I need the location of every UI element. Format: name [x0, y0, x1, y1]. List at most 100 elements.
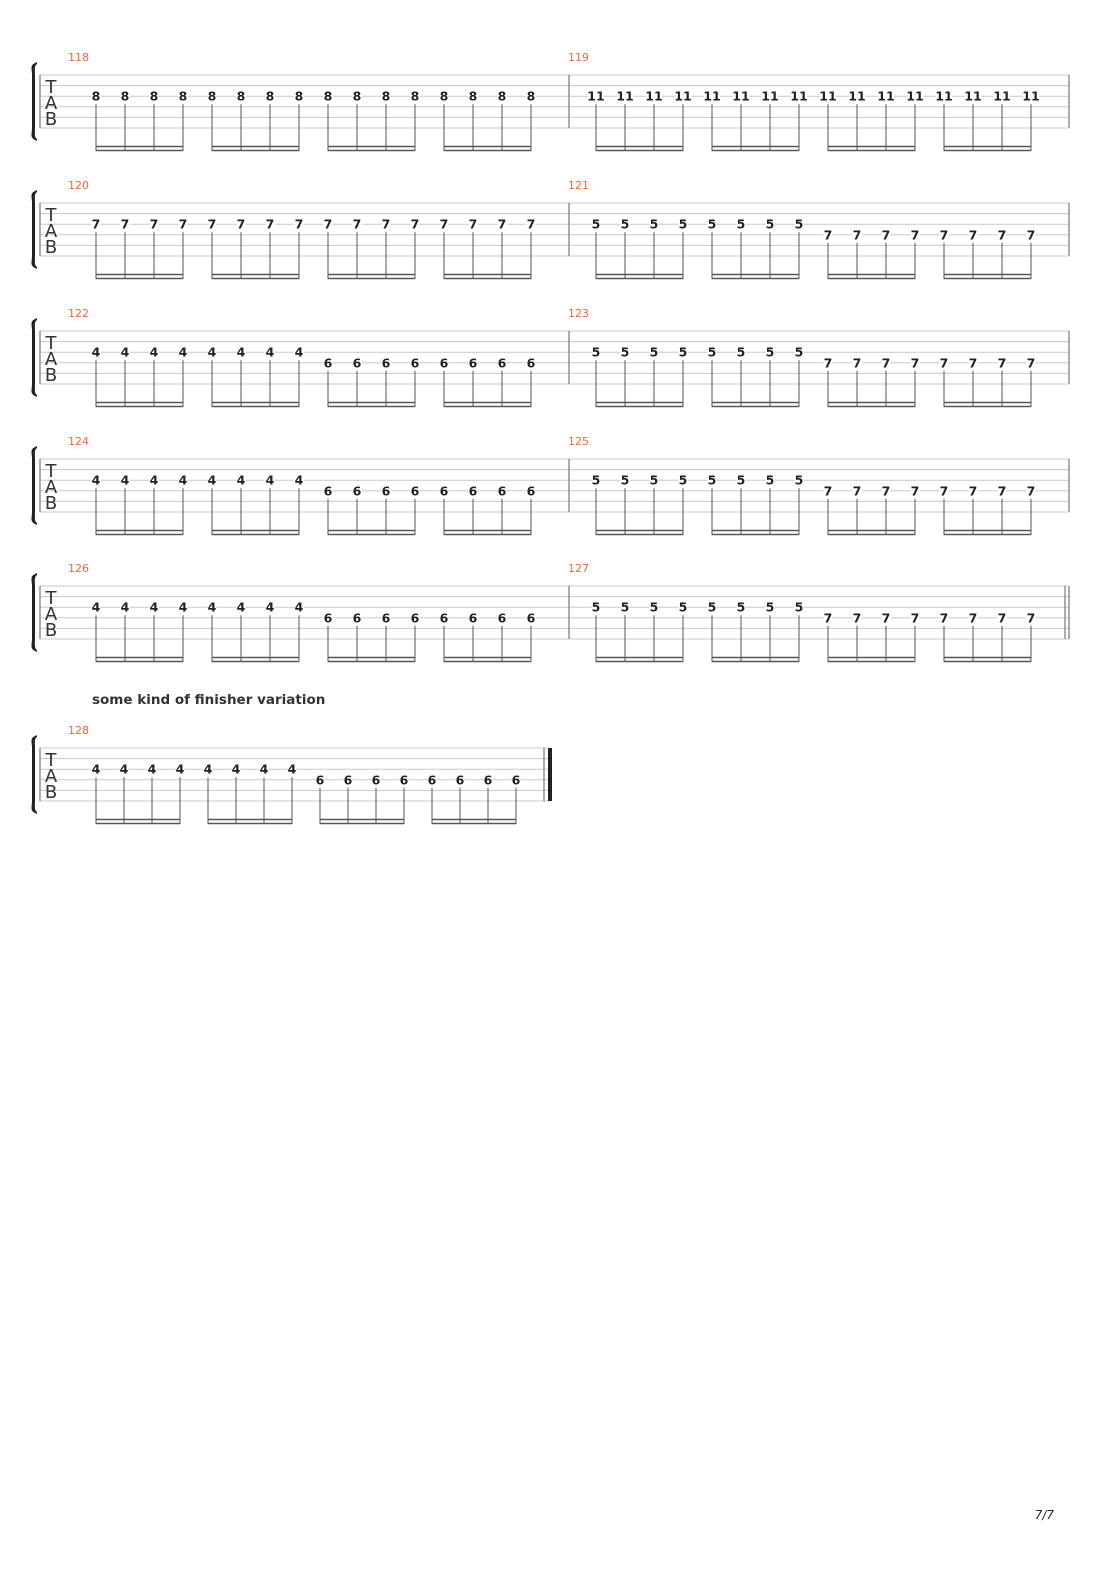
- fret-number: 6: [411, 355, 420, 370]
- fret-number: 11: [587, 89, 604, 104]
- fret-backdrop: [323, 356, 333, 369]
- fret-backdrop: [236, 601, 246, 614]
- fret-number: 4: [179, 473, 188, 488]
- fret-number: 5: [621, 600, 630, 615]
- fret-backdrop: [765, 601, 775, 614]
- fret-backdrop: [794, 474, 804, 487]
- fret-backdrop: [265, 90, 275, 103]
- fret-backdrop: [994, 90, 1010, 103]
- fret-number: 11: [703, 89, 720, 104]
- fret-backdrop: [178, 218, 188, 231]
- fret-number: 7: [911, 610, 920, 625]
- fret-backdrop: [120, 218, 130, 231]
- fret-backdrop: [707, 474, 717, 487]
- fret-number: 11: [645, 89, 662, 104]
- tab-clef-letter: T: [45, 461, 58, 482]
- fret-backdrop: [675, 90, 691, 103]
- fret-number: 7: [853, 483, 862, 498]
- fret-backdrop: [91, 763, 101, 776]
- fret-number: 5: [737, 345, 746, 360]
- section-annotation: some kind of finisher variation: [92, 692, 326, 708]
- tab-clef-letter: T: [45, 77, 58, 98]
- measure-number: 124: [68, 435, 89, 448]
- system-bracket: [31, 573, 37, 652]
- fret-backdrop: [526, 356, 536, 369]
- fret-backdrop: [707, 601, 717, 614]
- fret-backdrop: [678, 346, 688, 359]
- fret-backdrop: [178, 474, 188, 487]
- fret-backdrop: [439, 90, 449, 103]
- fret-backdrop: [878, 90, 894, 103]
- final-barline: [548, 748, 552, 801]
- fret-number: 7: [882, 483, 891, 498]
- fret-number: 8: [237, 89, 246, 104]
- fret-number: 6: [382, 483, 391, 498]
- fret-backdrop: [823, 611, 833, 624]
- fret-number: 6: [469, 483, 478, 498]
- fret-backdrop: [381, 484, 391, 497]
- fret-backdrop: [468, 356, 478, 369]
- fret-backdrop: [526, 218, 536, 231]
- fret-backdrop: [294, 601, 304, 614]
- fret-number: 5: [795, 345, 804, 360]
- fret-backdrop: [468, 90, 478, 103]
- measure-number: 122: [68, 307, 89, 320]
- fret-number: 6: [372, 772, 381, 787]
- fret-backdrop: [939, 611, 949, 624]
- fret-backdrop: [794, 346, 804, 359]
- fret-number: 4: [148, 762, 157, 777]
- fret-backdrop: [526, 90, 536, 103]
- fret-number: 5: [592, 345, 601, 360]
- fret-backdrop: [468, 611, 478, 624]
- fret-number: 6: [353, 483, 362, 498]
- fret-backdrop: [119, 763, 129, 776]
- fret-number: 8: [179, 89, 188, 104]
- fret-number: 7: [150, 217, 159, 232]
- fret-backdrop: [497, 356, 507, 369]
- fret-number: 7: [911, 227, 920, 242]
- fret-backdrop: [591, 346, 601, 359]
- fret-backdrop: [91, 474, 101, 487]
- fret-backdrop: [968, 611, 978, 624]
- fret-number: 6: [324, 610, 333, 625]
- fret-number: 11: [848, 89, 865, 104]
- fret-number: 5: [592, 600, 601, 615]
- fret-number: 8: [295, 89, 304, 104]
- fret-backdrop: [881, 484, 891, 497]
- fret-backdrop: [736, 218, 746, 231]
- fret-number: 11: [993, 89, 1010, 104]
- fret-backdrop: [939, 484, 949, 497]
- fret-number: 7: [969, 483, 978, 498]
- fret-number: 7: [92, 217, 101, 232]
- fret-number: 6: [382, 610, 391, 625]
- fret-number: 5: [679, 600, 688, 615]
- fret-number: 5: [708, 600, 717, 615]
- fret-backdrop: [231, 763, 241, 776]
- fret-backdrop: [497, 218, 507, 231]
- fret-backdrop: [149, 346, 159, 359]
- fret-backdrop: [678, 601, 688, 614]
- fret-backdrop: [794, 218, 804, 231]
- fret-backdrop: [881, 228, 891, 241]
- fret-number: 7: [940, 483, 949, 498]
- fret-number: 8: [440, 89, 449, 104]
- fret-number: 8: [527, 89, 536, 104]
- tab-clef-letter: B: [45, 620, 57, 641]
- fret-number: 4: [121, 600, 130, 615]
- fret-number: 4: [150, 473, 159, 488]
- fret-backdrop: [410, 356, 420, 369]
- fret-number: 7: [1027, 355, 1036, 370]
- measure-number: 125: [568, 435, 589, 448]
- fret-number: 11: [674, 89, 691, 104]
- tab-clef-letter: A: [45, 221, 58, 242]
- fret-backdrop: [175, 763, 185, 776]
- fret-number: 7: [1027, 227, 1036, 242]
- fret-number: 4: [288, 762, 297, 777]
- fret-number: 5: [708, 473, 717, 488]
- fret-number: 8: [353, 89, 362, 104]
- fret-backdrop: [468, 218, 478, 231]
- fret-number: 7: [824, 610, 833, 625]
- fret-number: 5: [621, 345, 630, 360]
- fret-number: 7: [237, 217, 246, 232]
